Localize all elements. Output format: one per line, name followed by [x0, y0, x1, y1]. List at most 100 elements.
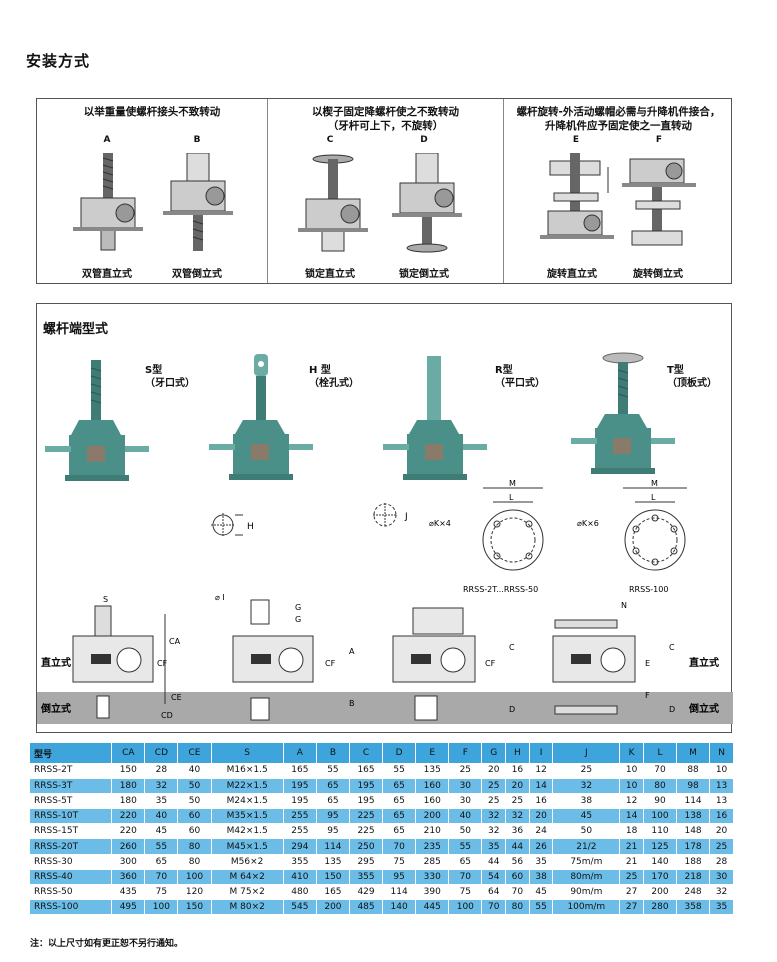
table-cell: 98: [676, 778, 711, 794]
table-cell: 60: [177, 823, 212, 840]
mount-figure-b: [163, 153, 233, 251]
mount-group-heading: 螺杆旋转-外活动螺帽必需与升降机件接合， 升降机件应予固定使之一直转动: [516, 106, 721, 132]
svg-text:L: L: [509, 493, 514, 502]
table-cell: 125: [643, 838, 678, 855]
bolt6-label: ⌀K×6: [577, 519, 599, 528]
table-cell: 65: [316, 778, 350, 794]
table-cell: 138: [676, 808, 711, 825]
table-cell: 200: [643, 884, 678, 901]
mount-group-1: 以举重量使螺杆接头不致转动 A B 双管直立式 双管倒立式: [37, 99, 267, 283]
dim-unit-s: S CA CF CE CD: [72, 595, 182, 720]
table-cell: 44: [481, 854, 507, 870]
table-cell: 38: [552, 793, 621, 810]
table-cell: 360: [111, 869, 146, 886]
table-cell: 25: [448, 763, 483, 779]
table-cell: 21: [619, 838, 644, 855]
svg-text:CE: CE: [171, 693, 182, 702]
table-cell: 10: [619, 763, 644, 779]
table-cell: 220: [111, 808, 146, 825]
table-cell: 50: [177, 793, 212, 810]
table-cell: 485: [349, 899, 384, 916]
table-cell: M56×2: [211, 854, 284, 870]
table-cell: 55: [316, 763, 350, 779]
table-cell: 140: [382, 899, 417, 916]
table-cell: 95: [316, 823, 350, 840]
table-cell: 16: [709, 808, 734, 825]
table-header-cell: CD: [144, 743, 179, 763]
table-cell: 32: [481, 823, 507, 840]
table-cell: 180: [111, 778, 146, 794]
table-cell: 95: [382, 869, 417, 886]
table-cell: 120: [177, 884, 212, 901]
table-cell: 18: [619, 823, 644, 840]
svg-text:E: E: [645, 659, 650, 668]
table-cell: 75: [448, 884, 483, 901]
table-cell: RRSS-10T: [30, 808, 113, 825]
table-cell: 180: [111, 793, 146, 810]
table-header-cell: L: [643, 743, 678, 763]
table-header-cell: H: [505, 743, 530, 763]
table-cell: 200: [415, 808, 450, 825]
table-cell: 100: [144, 899, 179, 916]
table-cell: 70: [481, 899, 507, 916]
table-cell: M 64×2: [211, 869, 284, 886]
svg-text:S: S: [103, 595, 108, 604]
table-cell: 200: [316, 899, 350, 916]
table-cell: 429: [349, 884, 384, 901]
table-cell: 70: [643, 763, 678, 779]
type-label-h: H 型（栓孔式）: [309, 365, 359, 389]
table-cell: 355: [283, 854, 317, 870]
table-cell: RRSS-20T: [30, 838, 113, 855]
table-cell: 225: [349, 808, 384, 825]
table-cell: 170: [643, 869, 678, 886]
table-header-cell: K: [619, 743, 644, 763]
svg-text:CF: CF: [485, 659, 496, 668]
table-cell: RRSS-100: [30, 899, 113, 916]
screw-end-types-panel: 螺杆端型式 S型（牙口式） H 型（栓孔式） R型（平口式） T型（顶板式）: [36, 303, 733, 733]
table-header-cell: CE: [177, 743, 212, 763]
table-header-cell: C: [349, 743, 384, 763]
table-cell: 100: [643, 808, 678, 825]
table-cell: 20: [481, 763, 507, 779]
table-cell: 32: [144, 778, 179, 794]
table-cell: 114: [382, 884, 417, 901]
table-cell: 150: [316, 869, 350, 886]
table-cell: 100: [448, 899, 483, 916]
j-flat-detail: J: [373, 503, 408, 527]
table-cell: 24: [529, 823, 554, 840]
j-dim-label: J: [404, 512, 408, 522]
svg-text:D: D: [669, 705, 675, 714]
table-cell: 25: [619, 869, 644, 886]
table-cell: M22×1.5: [211, 778, 284, 794]
table-cell: 150: [111, 763, 146, 779]
table-cell: 25: [481, 778, 507, 794]
table-cell: 114: [316, 838, 350, 855]
table-cell: 26: [529, 838, 554, 855]
svg-text:N: N: [621, 601, 627, 610]
mounting-methods-panel: 以举重量使螺杆接头不致转动 A B 双管直立式 双管倒立式 以楔子固定降螺杆使之…: [36, 98, 732, 284]
table-cell: 178: [676, 838, 711, 855]
table-cell: 165: [283, 763, 317, 779]
mount-label: 旋转倒立式: [633, 269, 683, 280]
table-cell: 27: [619, 884, 644, 901]
table-header-cell: B: [316, 743, 350, 763]
svg-text:直立式: 直立式: [41, 656, 71, 669]
table-cell: 80: [177, 854, 212, 870]
table-cell: 300: [111, 854, 146, 870]
table-cell: 56: [505, 854, 530, 870]
table-cell: 80: [505, 899, 530, 916]
table-cell: 44: [505, 838, 530, 855]
table-cell: RRSS-40: [30, 869, 113, 886]
table-cell: 495: [111, 899, 146, 916]
table-cell: 90: [643, 793, 678, 810]
mount-letter: F: [655, 135, 663, 145]
table-cell: 14: [619, 808, 644, 825]
table-header-cell: F: [448, 743, 483, 763]
table-cell: 30: [448, 793, 483, 810]
table-cell: RRSS-50: [30, 884, 113, 901]
table-cell: M42×1.5: [211, 823, 284, 840]
table-cell: 295: [349, 854, 384, 870]
series-a-label: RRSS-2T...RRSS-50: [463, 585, 538, 594]
